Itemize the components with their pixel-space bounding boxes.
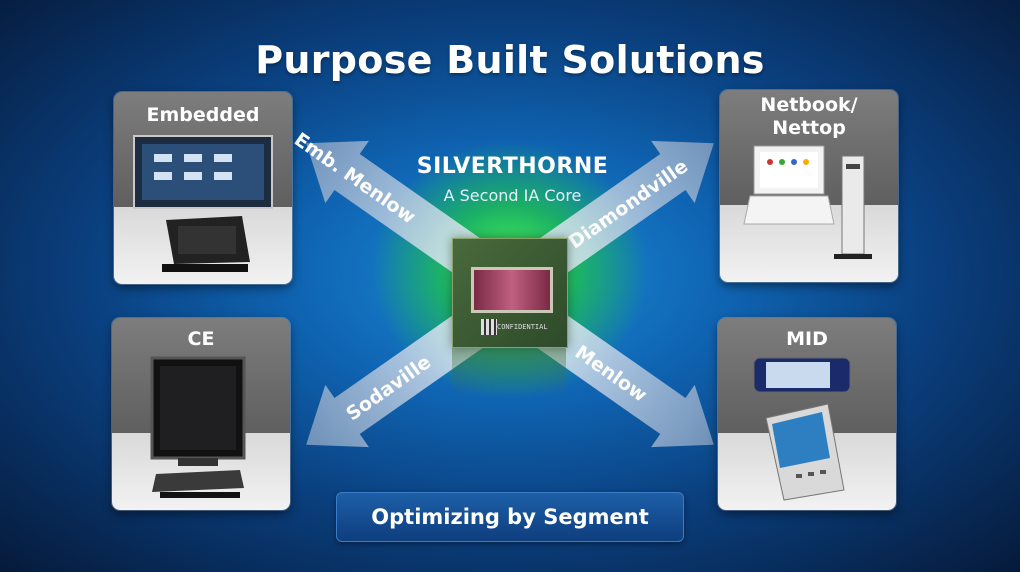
center-title: SILVERTHORNE xyxy=(416,154,609,179)
embedded-device-image xyxy=(133,135,273,272)
panel-label-netbook: Netbook/ Nettop xyxy=(720,94,898,140)
panel-label-mid: MID xyxy=(786,328,828,350)
panel-mid: MID xyxy=(718,318,896,510)
chip-marking: CONFIDENTIAL xyxy=(497,323,548,331)
panel-netbook: Netbook/ Nettop xyxy=(720,90,898,282)
ce-device-image xyxy=(150,356,246,498)
chip-qr-code xyxy=(481,319,497,335)
center-subtitle: A Second IA Core xyxy=(443,186,582,205)
chip-die xyxy=(471,267,553,313)
silverthorne-chip: CONFIDENTIAL xyxy=(452,238,568,348)
panel-label-embedded: Embedded xyxy=(146,104,260,126)
optimizing-by-segment-button: Optimizing by Segment xyxy=(336,492,684,542)
panel-label-netbook-line2: Nettop xyxy=(772,117,846,139)
slide-title: Purpose Built Solutions xyxy=(255,38,765,82)
panel-label-netbook-line1: Netbook/ xyxy=(760,94,858,116)
panel-ce: CE xyxy=(112,318,290,510)
netbook-device-image xyxy=(743,145,872,259)
chip-reflection xyxy=(452,348,566,398)
panel-embedded: Embedded xyxy=(114,92,292,284)
mid-device-image xyxy=(753,357,851,501)
panel-label-ce: CE xyxy=(187,328,215,350)
